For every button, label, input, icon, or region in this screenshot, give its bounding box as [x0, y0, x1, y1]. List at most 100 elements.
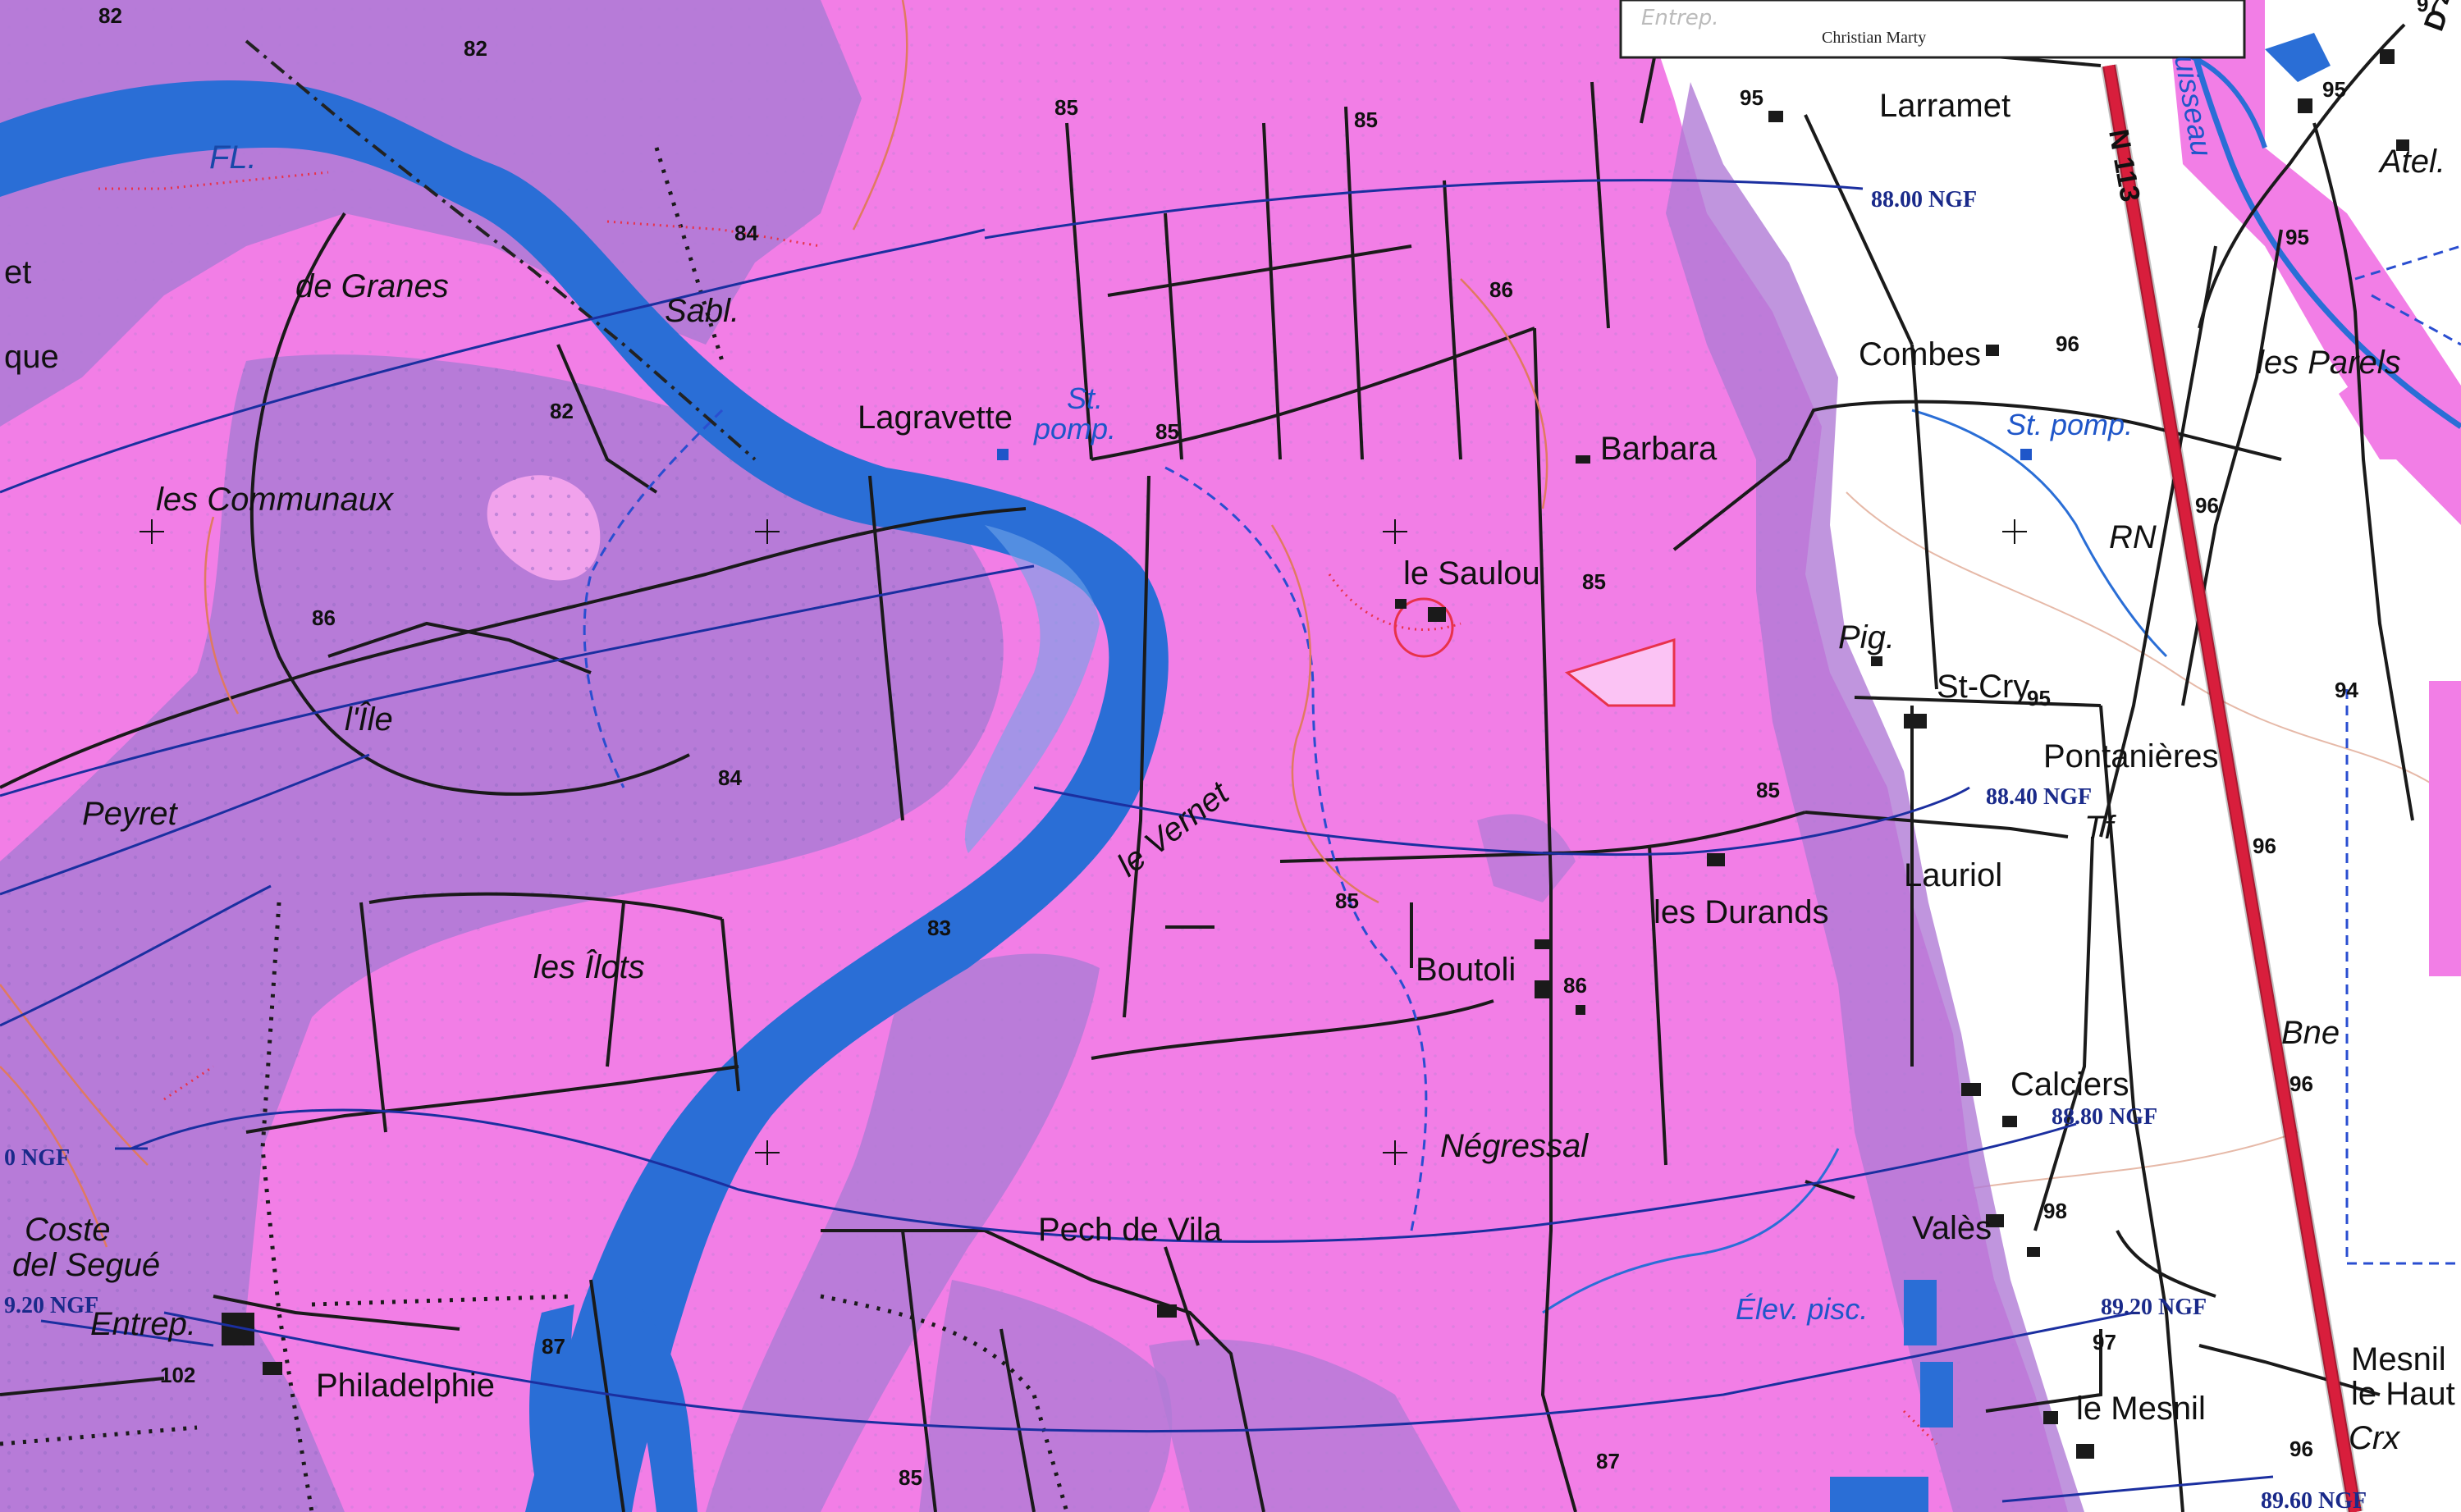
national-road-n113-core: [2104, 64, 2360, 1512]
place-st-cry: St-Cry: [1937, 669, 2029, 705]
alt-96: 96: [2289, 1071, 2313, 1096]
place-de-granes: de Granes: [295, 268, 449, 304]
label-atel: Atel.: [2378, 144, 2445, 180]
alt-87: 87: [542, 1334, 565, 1359]
alt-85: 85: [899, 1465, 922, 1490]
place-les-ilots: les Îlots: [533, 948, 645, 985]
hazard-zone-dark: [1149, 1339, 1461, 1512]
contour-line: [1846, 491, 2461, 805]
label-elev-pisc: Élev. pisc.: [1736, 1292, 1868, 1326]
place-les-parels: les Parels: [2257, 345, 2401, 381]
isoline-label-88-40: 88.40 NGF: [1986, 784, 2092, 810]
place-et-cut: et: [4, 254, 31, 290]
alt-84: 84: [734, 221, 758, 245]
place-vales: Valès: [1912, 1210, 1992, 1246]
alt-87: 87: [1596, 1449, 1620, 1473]
label-pomp-left: pomp.: [1033, 412, 1116, 445]
alt-97: 97: [2093, 1330, 2116, 1354]
alt-96: 96: [2195, 493, 2219, 518]
river-channel: [529, 1304, 591, 1512]
place-philadelphie: Philadelphie: [316, 1368, 495, 1404]
place-pontanieres: Pontanières: [2043, 738, 2218, 774]
castle-mound: [1393, 597, 1454, 658]
place-mesnil-le-haut-line1: Mesnil: [2351, 1341, 2446, 1377]
alt-95: 95: [2027, 686, 2051, 710]
label-st-pomp-right: St. pomp.: [2006, 408, 2133, 441]
label-bne: Bne: [2281, 1015, 2340, 1051]
place-barbara: Barbara: [1600, 431, 1718, 467]
isoline-label-88-80-left: 0 NGF: [4, 1145, 70, 1171]
alt-85: 85: [1756, 778, 1780, 802]
alt-98: 98: [2043, 1199, 2067, 1223]
alt-96: 96: [2253, 834, 2276, 858]
tracks: [0, 147, 1069, 1512]
place-l-ile: l'Île: [345, 701, 393, 738]
alt-95: 95: [2285, 225, 2309, 249]
embankments: [98, 171, 1938, 1446]
flood-isolines: [0, 179, 2274, 1503]
quarry: [1564, 637, 1676, 707]
alt-85: 85: [1155, 419, 1179, 444]
place-que-cut: que: [4, 339, 59, 375]
isoline-label-89-20: 89.20 NGF: [2101, 1295, 2207, 1320]
stream: [1911, 409, 2168, 658]
place-les-durands: les Durands: [1654, 894, 1828, 930]
grid-crosses: [140, 519, 2027, 1165]
credit-box: [1619, 0, 2246, 59]
label-entrep: Entrep.: [90, 1306, 196, 1342]
label-rn: RN: [2109, 519, 2157, 555]
isoline-label-89-60: 89.60 NGF: [2261, 1488, 2367, 1512]
ditches: [583, 244, 2461, 1265]
place-peyret: Peyret: [82, 796, 178, 832]
pump-station-icon: [997, 449, 1009, 460]
alt-95: 95: [2322, 77, 2346, 102]
isoline-label-89-20-left: 9.20 NGF: [4, 1293, 98, 1318]
alt-86: 86: [1563, 973, 1587, 998]
place-larramet: Larramet: [1879, 88, 2010, 124]
fish-pond: [1904, 1280, 1937, 1345]
flood-zone-edge: [2429, 681, 2461, 976]
alt-102: 102: [160, 1363, 195, 1387]
hazard-zone-texture: [0, 354, 1004, 1512]
boundary-line: [245, 39, 757, 461]
alt-85: 85: [1054, 95, 1078, 120]
place-mesnil-le-haut-line2: le Haut: [2351, 1376, 2455, 1412]
isoline-label-88-00: 88.00 NGF: [1871, 187, 1977, 212]
pump-station-icon: [2020, 449, 2032, 460]
sand-bank: [965, 525, 1100, 853]
place-negressal: Négressal: [1440, 1128, 1589, 1164]
alt-85: 85: [1335, 888, 1359, 913]
river-channel: [624, 1296, 698, 1512]
place-le-mesnil: le Mesnil: [2076, 1391, 2206, 1427]
alt-82: 82: [550, 399, 574, 423]
place-le-saulou: le Saulou: [1403, 555, 1540, 592]
flood-zone-right-2: [2339, 345, 2461, 459]
place-lagravette: Lagravette: [858, 400, 1013, 436]
alt-83: 83: [927, 916, 951, 940]
place-coste: Coste: [25, 1212, 111, 1248]
fish-pond: [1920, 1362, 1953, 1427]
alt-94: 94: [2335, 678, 2358, 702]
place-lauriol: Lauriol: [1904, 857, 2002, 893]
place-boutoli: Boutoli: [1416, 952, 1516, 988]
place-pech-de-vila: Pech de Vila: [1038, 1212, 1223, 1248]
place-calciers: Calciers: [2010, 1067, 2129, 1103]
alt-85: 85: [1354, 107, 1378, 132]
alt-95: 95: [1740, 85, 1763, 110]
hazard-zone-dark: [1666, 82, 2084, 1512]
place-combes: Combes: [1859, 336, 1981, 372]
label-tf: Tf: [2084, 810, 2116, 846]
alt-86: 86: [312, 605, 336, 630]
place-pig: Pig.: [1838, 619, 1895, 656]
alt-85: 85: [1582, 569, 1606, 594]
place-les-communaux: les Communaux: [156, 482, 395, 518]
stream: [1542, 1148, 1840, 1314]
hazard-zone-dark: [919, 1280, 1173, 1512]
label-crx: Crx: [2349, 1420, 2401, 1456]
alt-84: 84: [718, 765, 742, 790]
alt-82: 82: [464, 36, 487, 61]
fish-pond: [1830, 1477, 1928, 1512]
river-label-fl: FL.: [209, 139, 257, 176]
contours: [0, 0, 1548, 1248]
